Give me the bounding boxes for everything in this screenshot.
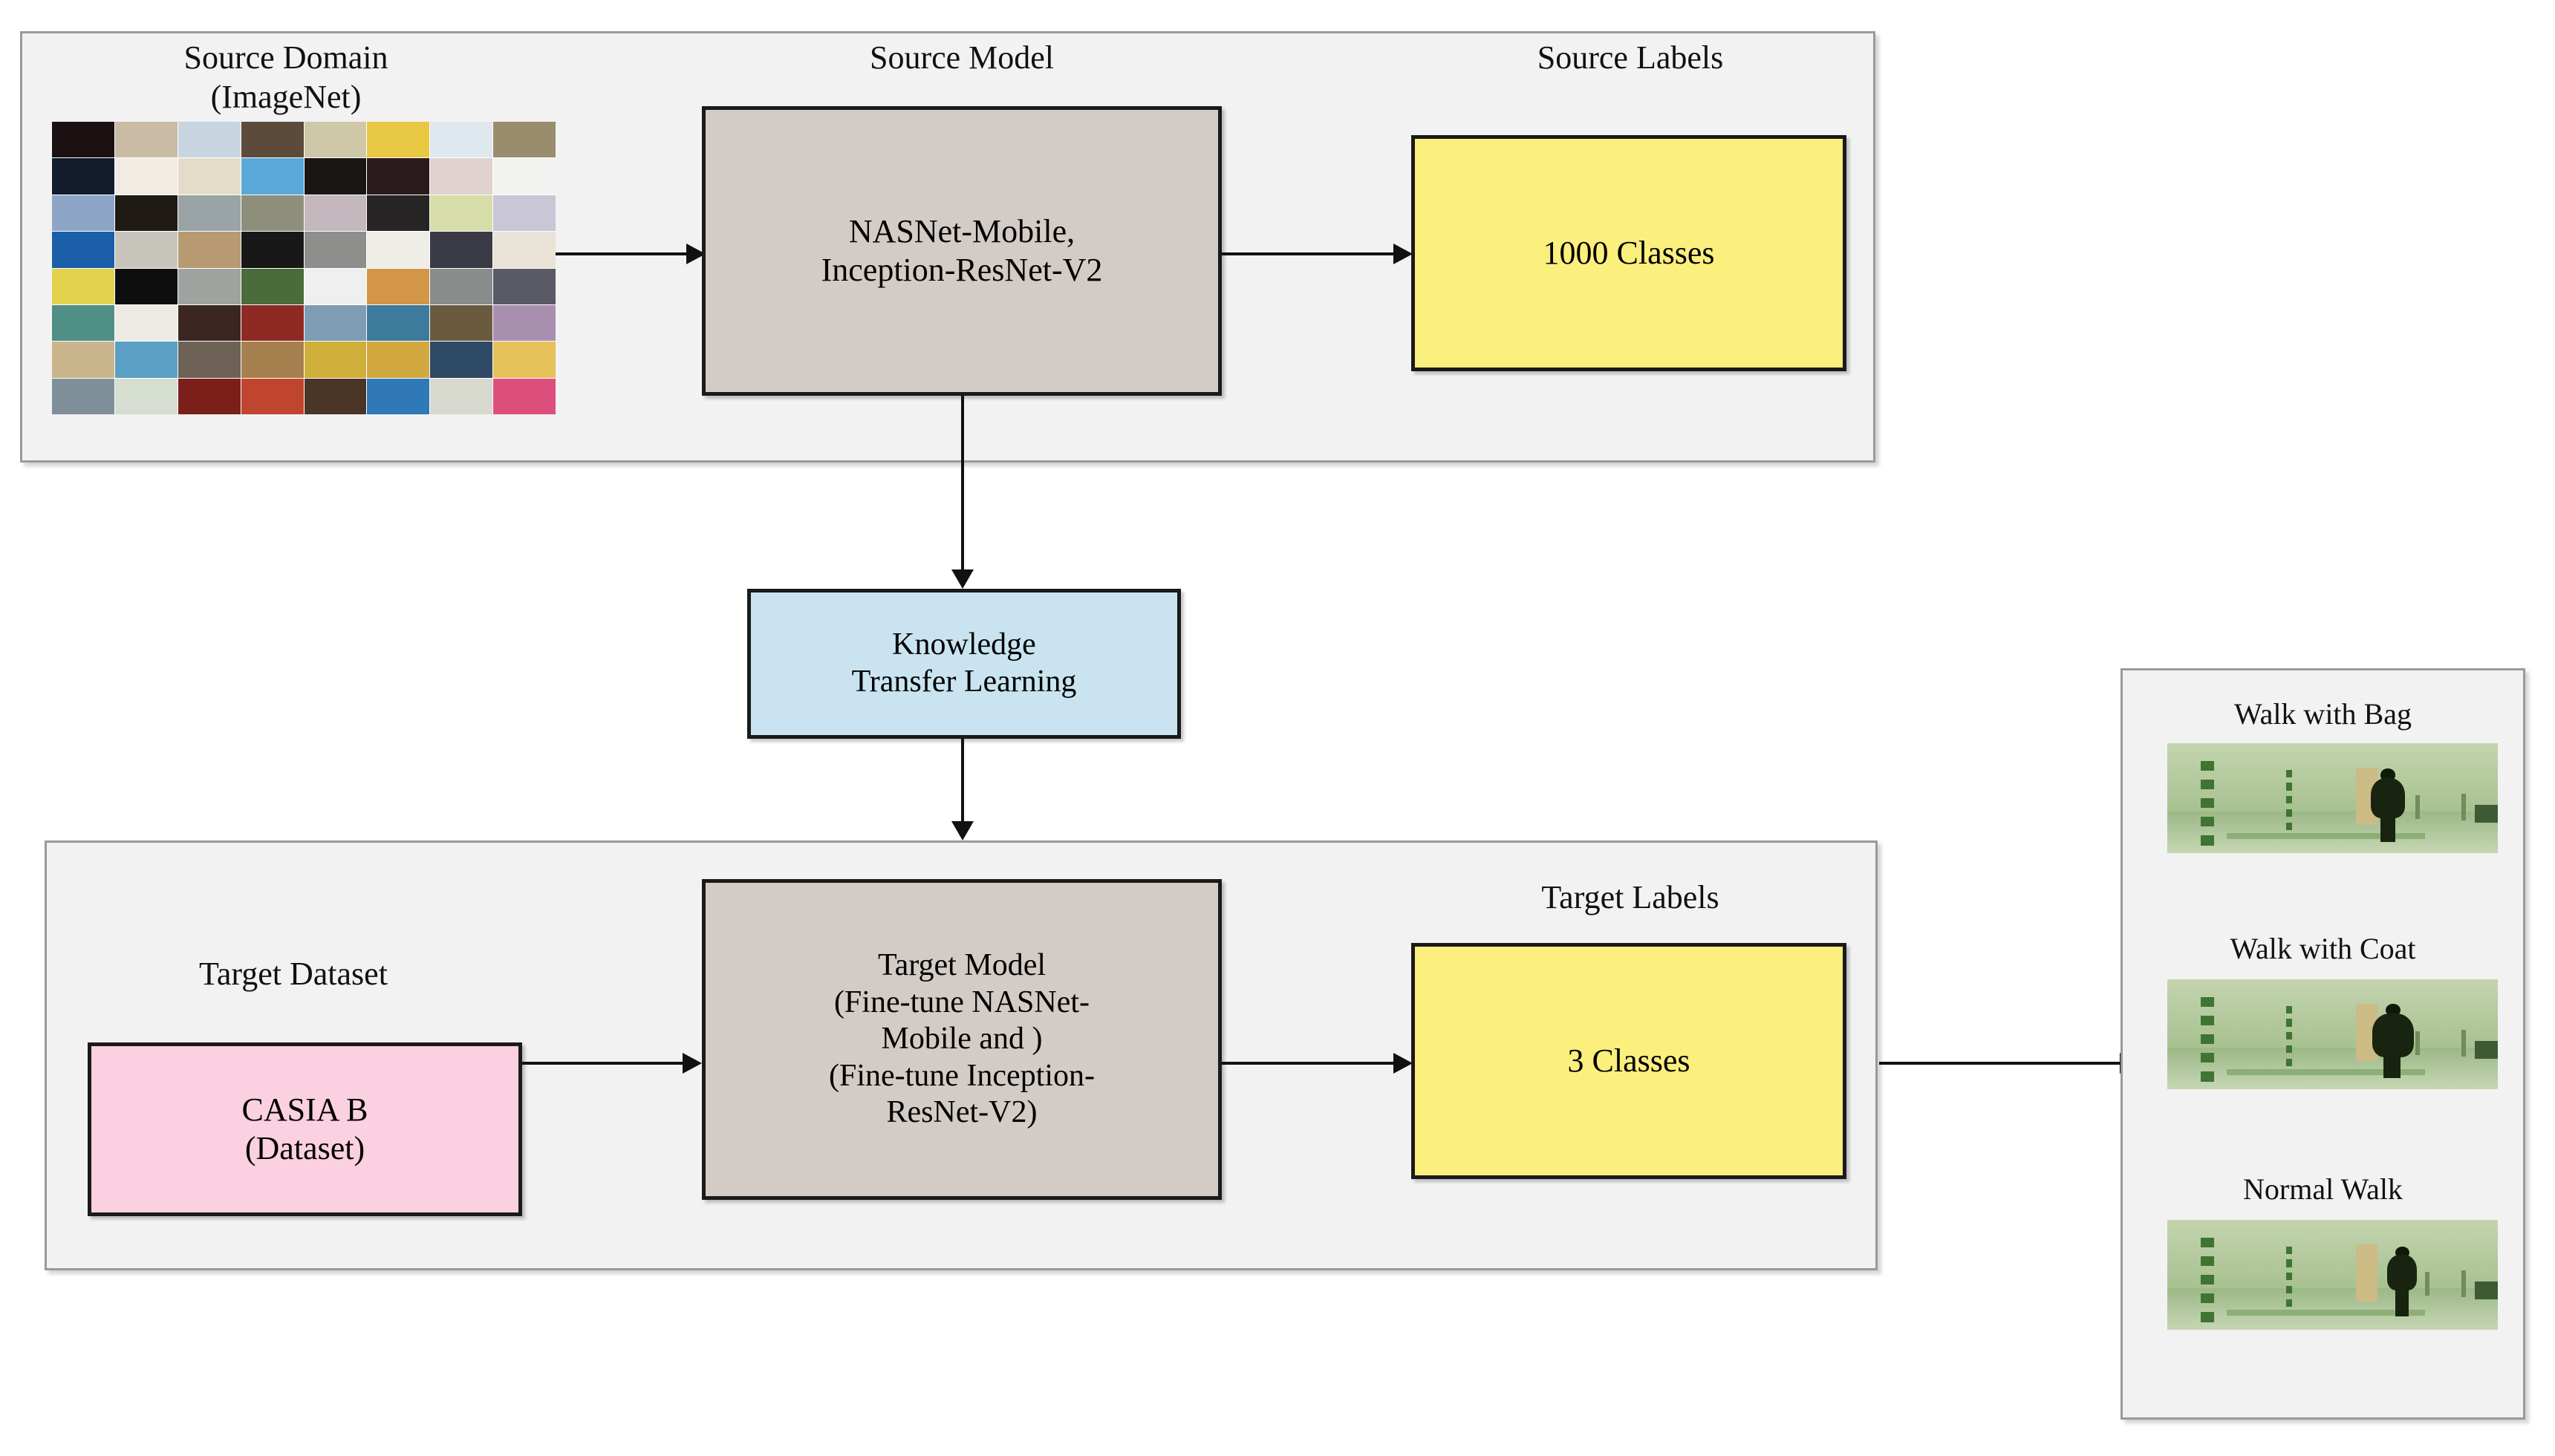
gait-person-body [2386, 1255, 2417, 1290]
gait-chair [2474, 1281, 2498, 1299]
arrow-target-model-to-target-labels [1222, 1053, 1413, 1074]
arrow-domain-to-source-model [556, 244, 706, 264]
gait-tripod-far [2461, 1270, 2467, 1297]
target-dataset-box[interactable]: CASIA B (Dataset) [88, 1042, 522, 1216]
source-model-box[interactable]: NASNet-Mobile, Inception-ResNet-V2 [702, 106, 1222, 396]
gait-door [2355, 1244, 2377, 1302]
output-class-label-1: Walk with Coat [2230, 932, 2416, 965]
gait-person-head [2380, 768, 2396, 782]
gait-normal-walk-image [2167, 1220, 2498, 1330]
imagenet-mosaic [52, 122, 556, 414]
ktl-box-text: Knowledge Transfer Learning [851, 627, 1077, 699]
gait-person-legs [2395, 1285, 2409, 1317]
gait-person-body [2370, 778, 2406, 818]
gait-wall [2167, 979, 2498, 1048]
gait-floor-stripe [2227, 1310, 2426, 1316]
arrow-target-to-outputs [1879, 1053, 2139, 1074]
arrow-ktl-to-target [951, 739, 974, 840]
knowledge-transfer-learning-box[interactable]: Knowledge Transfer Learning [747, 589, 1181, 739]
gait-floor [2167, 1287, 2498, 1330]
gait-walk-with-coat-image [2167, 979, 2498, 1089]
arrow-dataset-to-target-model [522, 1053, 702, 1074]
source-model-caption: Source Model [869, 39, 1055, 76]
target-labels-caption: Target Labels [1541, 879, 1719, 915]
gait-person-legs [2383, 1051, 2401, 1079]
gait-floor-stripe [2227, 1069, 2426, 1075]
source-domain-caption: Source Domain (ImageNet) [183, 39, 388, 115]
target-model-box[interactable]: Target Model (Fine-tune NASNet- Mobile a… [702, 879, 1222, 1200]
gait-person-legs [2380, 812, 2395, 843]
gait-person-body [2372, 1013, 2414, 1058]
source-labels-box[interactable]: 1000 Classes [1411, 135, 1846, 371]
gait-person-head [2385, 1003, 2401, 1017]
target-dataset-box-text: CASIA B (Dataset) [241, 1091, 368, 1166]
gait-floor [2167, 811, 2498, 853]
source-model-box-text: NASNet-Mobile, Inception-ResNet-V2 [821, 213, 1103, 288]
source-labels-caption: Source Labels [1537, 39, 1724, 76]
target-dataset-caption: Target Dataset [199, 956, 388, 992]
gait-floor-stripe [2227, 833, 2426, 839]
gait-tripod-far [2461, 794, 2467, 820]
gait-walk-with-bag-image [2167, 743, 2498, 853]
output-class-label-0: Walk with Bag [2234, 697, 2412, 731]
arrow-source-model-to-source-labels [1222, 244, 1413, 264]
source-labels-box-text: 1000 Classes [1543, 235, 1715, 272]
gait-tripod-near [2425, 1271, 2430, 1296]
gait-tripod-near [2415, 794, 2420, 820]
gait-wall [2167, 1220, 2498, 1288]
output-class-label-2: Normal Walk [2243, 1172, 2403, 1206]
gait-chair [2474, 804, 2498, 823]
gait-tripod-near [2415, 1031, 2420, 1056]
gait-wall [2167, 743, 2498, 812]
target-labels-box-text: 3 Classes [1567, 1042, 1690, 1080]
arrow-source-to-ktl [951, 396, 974, 589]
gait-tripod-far [2461, 1030, 2467, 1057]
gait-floor [2167, 1047, 2498, 1089]
target-model-box-text: Target Model (Fine-tune NASNet- Mobile a… [828, 948, 1096, 1130]
gait-chair [2474, 1040, 2498, 1059]
target-labels-box[interactable]: 3 Classes [1411, 943, 1846, 1179]
